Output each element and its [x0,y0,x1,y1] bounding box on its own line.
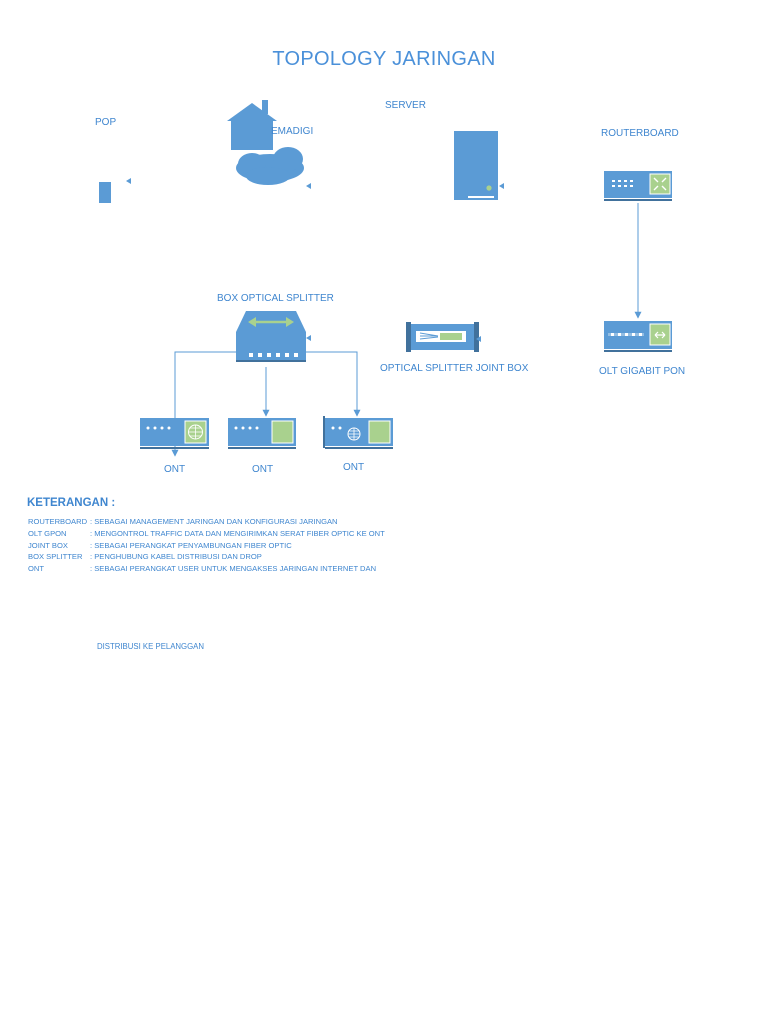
legend-title: KETERANGAN : [27,497,116,509]
page-title: TOPOLOGY JARINGAN [272,48,496,70]
server-label: SERVER [385,100,426,111]
server-icon[interactable] [454,131,498,200]
emadigi-connector-arrow-icon [306,183,311,189]
joint-box-connector-arrow-icon [476,336,481,342]
ont-device-2-icon[interactable] [228,418,296,449]
distribution-note: DISTRIBUSI KE PELANGGAN [97,642,205,651]
routerboard-label: ROUTERBOARD [601,128,679,139]
emadigi-label: EMADIGI [271,126,314,137]
legend-desc: : PENGHUBUNG KABEL DISTRIBUSI DAN DROP [90,552,262,561]
house-cloud-icon[interactable] [227,100,304,185]
splitter-connector-arrow-icon [306,335,311,341]
olt-label: OLT GIGABIT PON [599,366,686,377]
legend-row: ROUTERBOARD : SEBAGAI MANAGEMENT JARINGA… [28,517,338,526]
legend-row: OLT GPON : MENGONTROL TRAFFIC DATA DAN M… [28,529,385,538]
ont-device-3-icon[interactable] [323,416,393,449]
legend-term: JOINT BOX [28,541,68,550]
ont-1-label: ONT [164,464,186,475]
olt-device-icon[interactable] [604,321,672,352]
ont-device-1-icon[interactable] [140,418,209,449]
legend-term: BOX SPLITTER [28,552,83,561]
ont-2-label: ONT [252,464,274,475]
legend-desc: : SEBAGAI PERANGKAT USER UNTUK MENGAKSES… [90,564,377,573]
legend-row: BOX SPLITTER : PENGHUBUNG KABEL DISTRIBU… [28,552,262,561]
pop-device-icon[interactable] [99,182,111,203]
pop-label: POP [95,117,117,128]
joint-box-label: OPTICAL SPLITTER JOINT BOX [380,363,529,374]
pop-connector-arrow-icon [126,178,131,184]
legend-term: OLT GPON [28,529,67,538]
box-splitter-icon[interactable] [236,311,306,362]
joint-box-icon[interactable] [406,322,479,352]
legend-desc: : SEBAGAI MANAGEMENT JARINGAN DAN KONFIG… [90,517,338,526]
routerboard-icon[interactable] [604,171,672,201]
legend-desc: : SEBAGAI PERANGKAT PENYAMBUNGAN FIBER O… [90,541,292,550]
legend-desc: : MENGONTROL TRAFFIC DATA DAN MENGIRIMKA… [90,529,385,538]
ont-3-label: ONT [343,462,365,473]
legend-row: ONT : SEBAGAI PERANGKAT USER UNTUK MENGA… [28,564,376,573]
box-splitter-label: BOX OPTICAL SPLITTER [217,293,334,304]
legend-term: ROUTERBOARD [28,517,88,526]
server-connector-arrow-icon [499,183,504,189]
legend-row: JOINT BOX : SEBAGAI PERANGKAT PENYAMBUNG… [28,541,292,550]
legend-term: ONT [28,564,45,573]
